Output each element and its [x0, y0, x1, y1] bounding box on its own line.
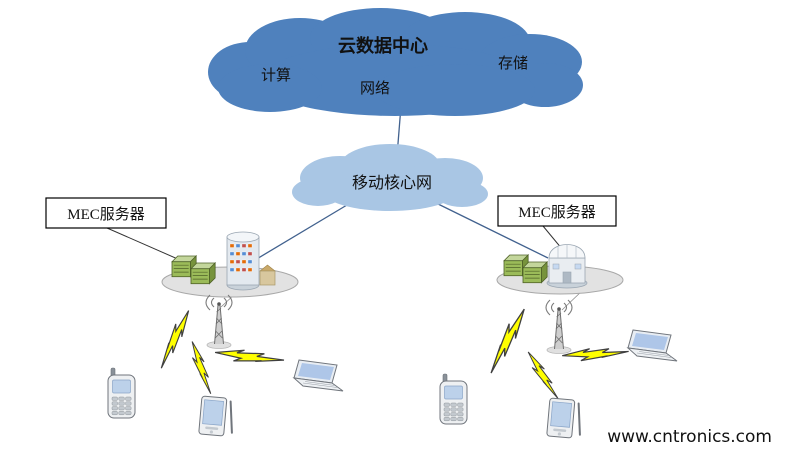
laptop-icon-right: [627, 329, 678, 362]
lightning-bolt-icon: [527, 348, 559, 403]
lightning-bolt-icon: [186, 340, 217, 395]
mec-label-left: MEC服务器: [45, 197, 167, 229]
server-rack-icon: [522, 261, 548, 284]
cloud-label-network: 网络: [360, 80, 390, 97]
base-station-antenna-right: [545, 299, 573, 355]
cloud-label-storage: 存储: [498, 55, 528, 72]
mec-label-right-text: MEC服务器: [518, 204, 596, 221]
cloud-label-compute: 计算: [261, 66, 291, 84]
link-core-to-left-site: [249, 201, 353, 264]
mobile-phone-icon-right: [439, 373, 468, 425]
cloud-title: 云数据中心: [338, 35, 428, 56]
cloud-data-center: [208, 8, 583, 116]
dome-building-icon: [546, 244, 588, 289]
mec-label-left-box: [45, 197, 167, 229]
mec-label-right-box: [497, 195, 617, 227]
server-rack-icon: [190, 262, 216, 285]
lightning-bolt-icon: [214, 326, 285, 387]
edge-site-left: [161, 231, 299, 298]
cloud-core-network: [292, 144, 488, 211]
laptop-icon-left: [293, 359, 344, 392]
site-watermark: www.cntronics.com: [607, 427, 772, 447]
office-tower-icon: [226, 231, 276, 291]
base-station-antenna-left: [205, 294, 233, 350]
edge-site-right: [496, 244, 624, 295]
wireless-links-right: [471, 308, 630, 403]
lightning-bolt-icon: [561, 328, 630, 379]
lightning-bolt-icon: [471, 308, 544, 374]
mobile-phone-icon-left: [107, 367, 136, 419]
core-network-label: 移动核心网: [352, 174, 432, 192]
tablet-icon-left: [197, 395, 236, 438]
tablet-icon-right: [545, 397, 584, 440]
link-core-to-right-site: [433, 201, 549, 259]
wireless-links-left: [143, 309, 285, 395]
mec-label-left-text: MEC服务器: [67, 206, 145, 223]
mec-label-right: MEC服务器: [497, 195, 617, 227]
